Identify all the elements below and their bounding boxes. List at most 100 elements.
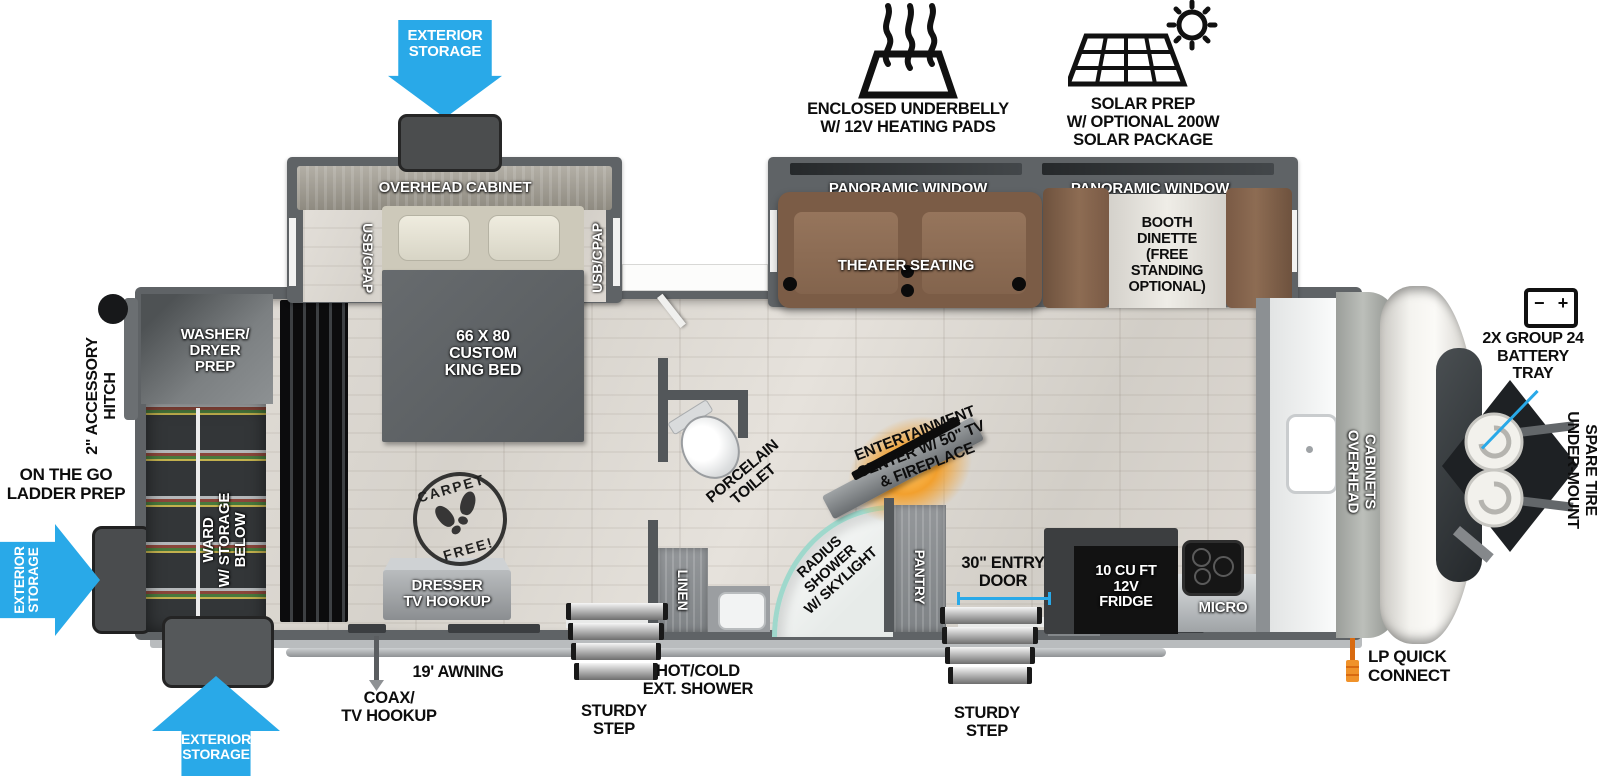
coax-icon [374,636,379,682]
bath-wall [648,520,658,632]
spare-tire-assembly [1442,380,1578,563]
entry-door-label: 30" ENTRY DOOR [961,554,1045,591]
fridge [1074,546,1178,634]
lp-pipe [1350,638,1355,666]
exterior-wall-strip [622,264,768,291]
awning-bar [286,648,1166,657]
window-slit [348,624,386,633]
rear-hitch-bar [124,298,138,420]
overhead-cabinet-label: OVERHEAD CABINET [378,179,532,196]
ladder-prep-label: ON THE GO LADDER PREP [6,465,126,503]
washer-dryer-closet [141,294,273,404]
measure-tick [957,592,960,605]
washer-dryer-label: WASHER/ DRYER PREP [180,326,250,376]
solar-prep-icon [1068,0,1218,87]
bath-wall [664,390,748,400]
sturdy-step-left-label: STURDY STEP [580,702,648,739]
dresser-top [383,558,511,572]
usb-cpap-left-label: USB/CPAP [360,223,377,293]
bed-pillow [488,215,560,261]
window-slit [770,210,777,272]
sink-faucet [1306,446,1313,453]
window-slit [1290,210,1297,272]
accordion-door [280,300,348,622]
window-slit [448,624,540,633]
bed-pillow [398,215,470,261]
battery-minus: − [1534,293,1545,313]
fridge-label: 10 CU FT 12V FRIDGE [1095,563,1157,610]
battery-icon: − + [1524,288,1578,328]
theater-seat-cushion [794,212,898,294]
coax-label: COAX/ TV HOOKUP [341,689,437,726]
dinette-table [1109,194,1226,308]
micro-label: MICRO [1198,599,1248,616]
underbelly-label: ENCLOSED UNDERBELLY W/ 12V HEATING PADS [807,100,1009,137]
ward-storage [146,404,266,632]
panoramic-window-right-label: PANORAMIC WINDOW [1070,180,1230,197]
exterior-storage-arrow-bottom: EXTERIOR STORAGE [152,676,280,776]
cooktop-burner [1213,556,1234,577]
dinette-bench [1043,188,1109,308]
ward-label: WARD W/ STORAGE BELOW [199,492,250,588]
coax-plug [369,680,384,691]
ext-shower-label: HOT/COLD EXT. SHOWER [642,662,754,699]
storage-lid-bottom [162,616,274,688]
overhead-cabinet [297,166,612,210]
sturdy-step-right-label: STURDY STEP [953,704,1021,741]
lp-connector [1346,660,1359,682]
spare-tire-label-2: SPARE TIRE [1581,424,1599,516]
usb-cpap-right-label: USB/CPAP [588,223,605,293]
cooktop-burner [1194,568,1211,585]
footprint-icon [431,502,458,530]
booth-dinette-label: BOOTH DINETTE (FREE STANDING OPTIONAL) [1128,215,1206,295]
sturdy-step-right [940,604,1042,700]
battery-tray-label: 2X GROUP 24 BATTERY TRAY [1482,330,1584,383]
dinette-bench [1226,188,1292,308]
spare-tire-label-1: UNDER-MOUNT [1563,411,1581,529]
pantry-cabinet [894,505,946,632]
storage-lid-top [398,114,502,172]
exterior-storage-arrow-bottom-label: EXTERIOR STORAGE [181,731,251,762]
overhead-cabinets-label-2: CABINETS [1361,433,1379,510]
battery-plus: + [1557,293,1569,313]
entry-door-measure-line [958,597,1050,600]
overhead-cabinets-label-1: OVERHEAD [1344,429,1362,514]
panoramic-window-glass [790,163,1022,175]
awning-label: 19' AWNING [412,663,504,681]
bath-wall [658,358,668,462]
pantry-wall [884,498,894,632]
linen-label: LINEN [675,569,692,611]
theater-seat-cushion [922,212,1026,294]
king-bed-label: 66 X 80 CUSTOM KING BED [444,328,522,380]
dresser [383,570,511,620]
lp-label: LP QUICK CONNECT [1368,647,1450,685]
measure-tick [1048,592,1051,605]
sturdy-step-left [566,600,668,698]
dresser-label: DRESSER TV HOOKUP [403,577,491,611]
window-slit [613,218,620,286]
rear-storage-box [92,526,152,634]
panoramic-window-glass [1042,163,1274,175]
exterior-storage-arrow-top: EXTERIOR STORAGE [388,20,502,118]
cupholder [783,277,797,291]
accessory-hitch-label: 2" ACCESSORY HITCH [84,337,119,455]
exterior-storage-arrow-top-label: EXTERIOR STORAGE [407,27,483,61]
cupholder [1012,277,1026,291]
cupholder [901,284,914,297]
ward-pole [196,408,200,628]
counter-edge-band [1256,298,1270,632]
bath-wall [738,390,748,438]
king-bed [382,270,584,442]
kitchen-sink [1286,414,1338,494]
cooktop-burner [1192,548,1211,567]
bath-sink [718,592,766,630]
solar-label: SOLAR PREP W/ OPTIONAL 200W SOLAR PACKAG… [1066,95,1220,150]
exterior-storage-arrow-left-label: EXTERIOR STORAGE [11,546,41,614]
cupholder [901,265,914,278]
exterior-storage-arrow-left: EXTERIOR STORAGE [0,524,100,636]
pantry-label: PANTRY [912,549,929,605]
heating-pads-icon [858,3,958,99]
rear-hitch-wheel [98,294,128,324]
window-slit [289,218,296,286]
